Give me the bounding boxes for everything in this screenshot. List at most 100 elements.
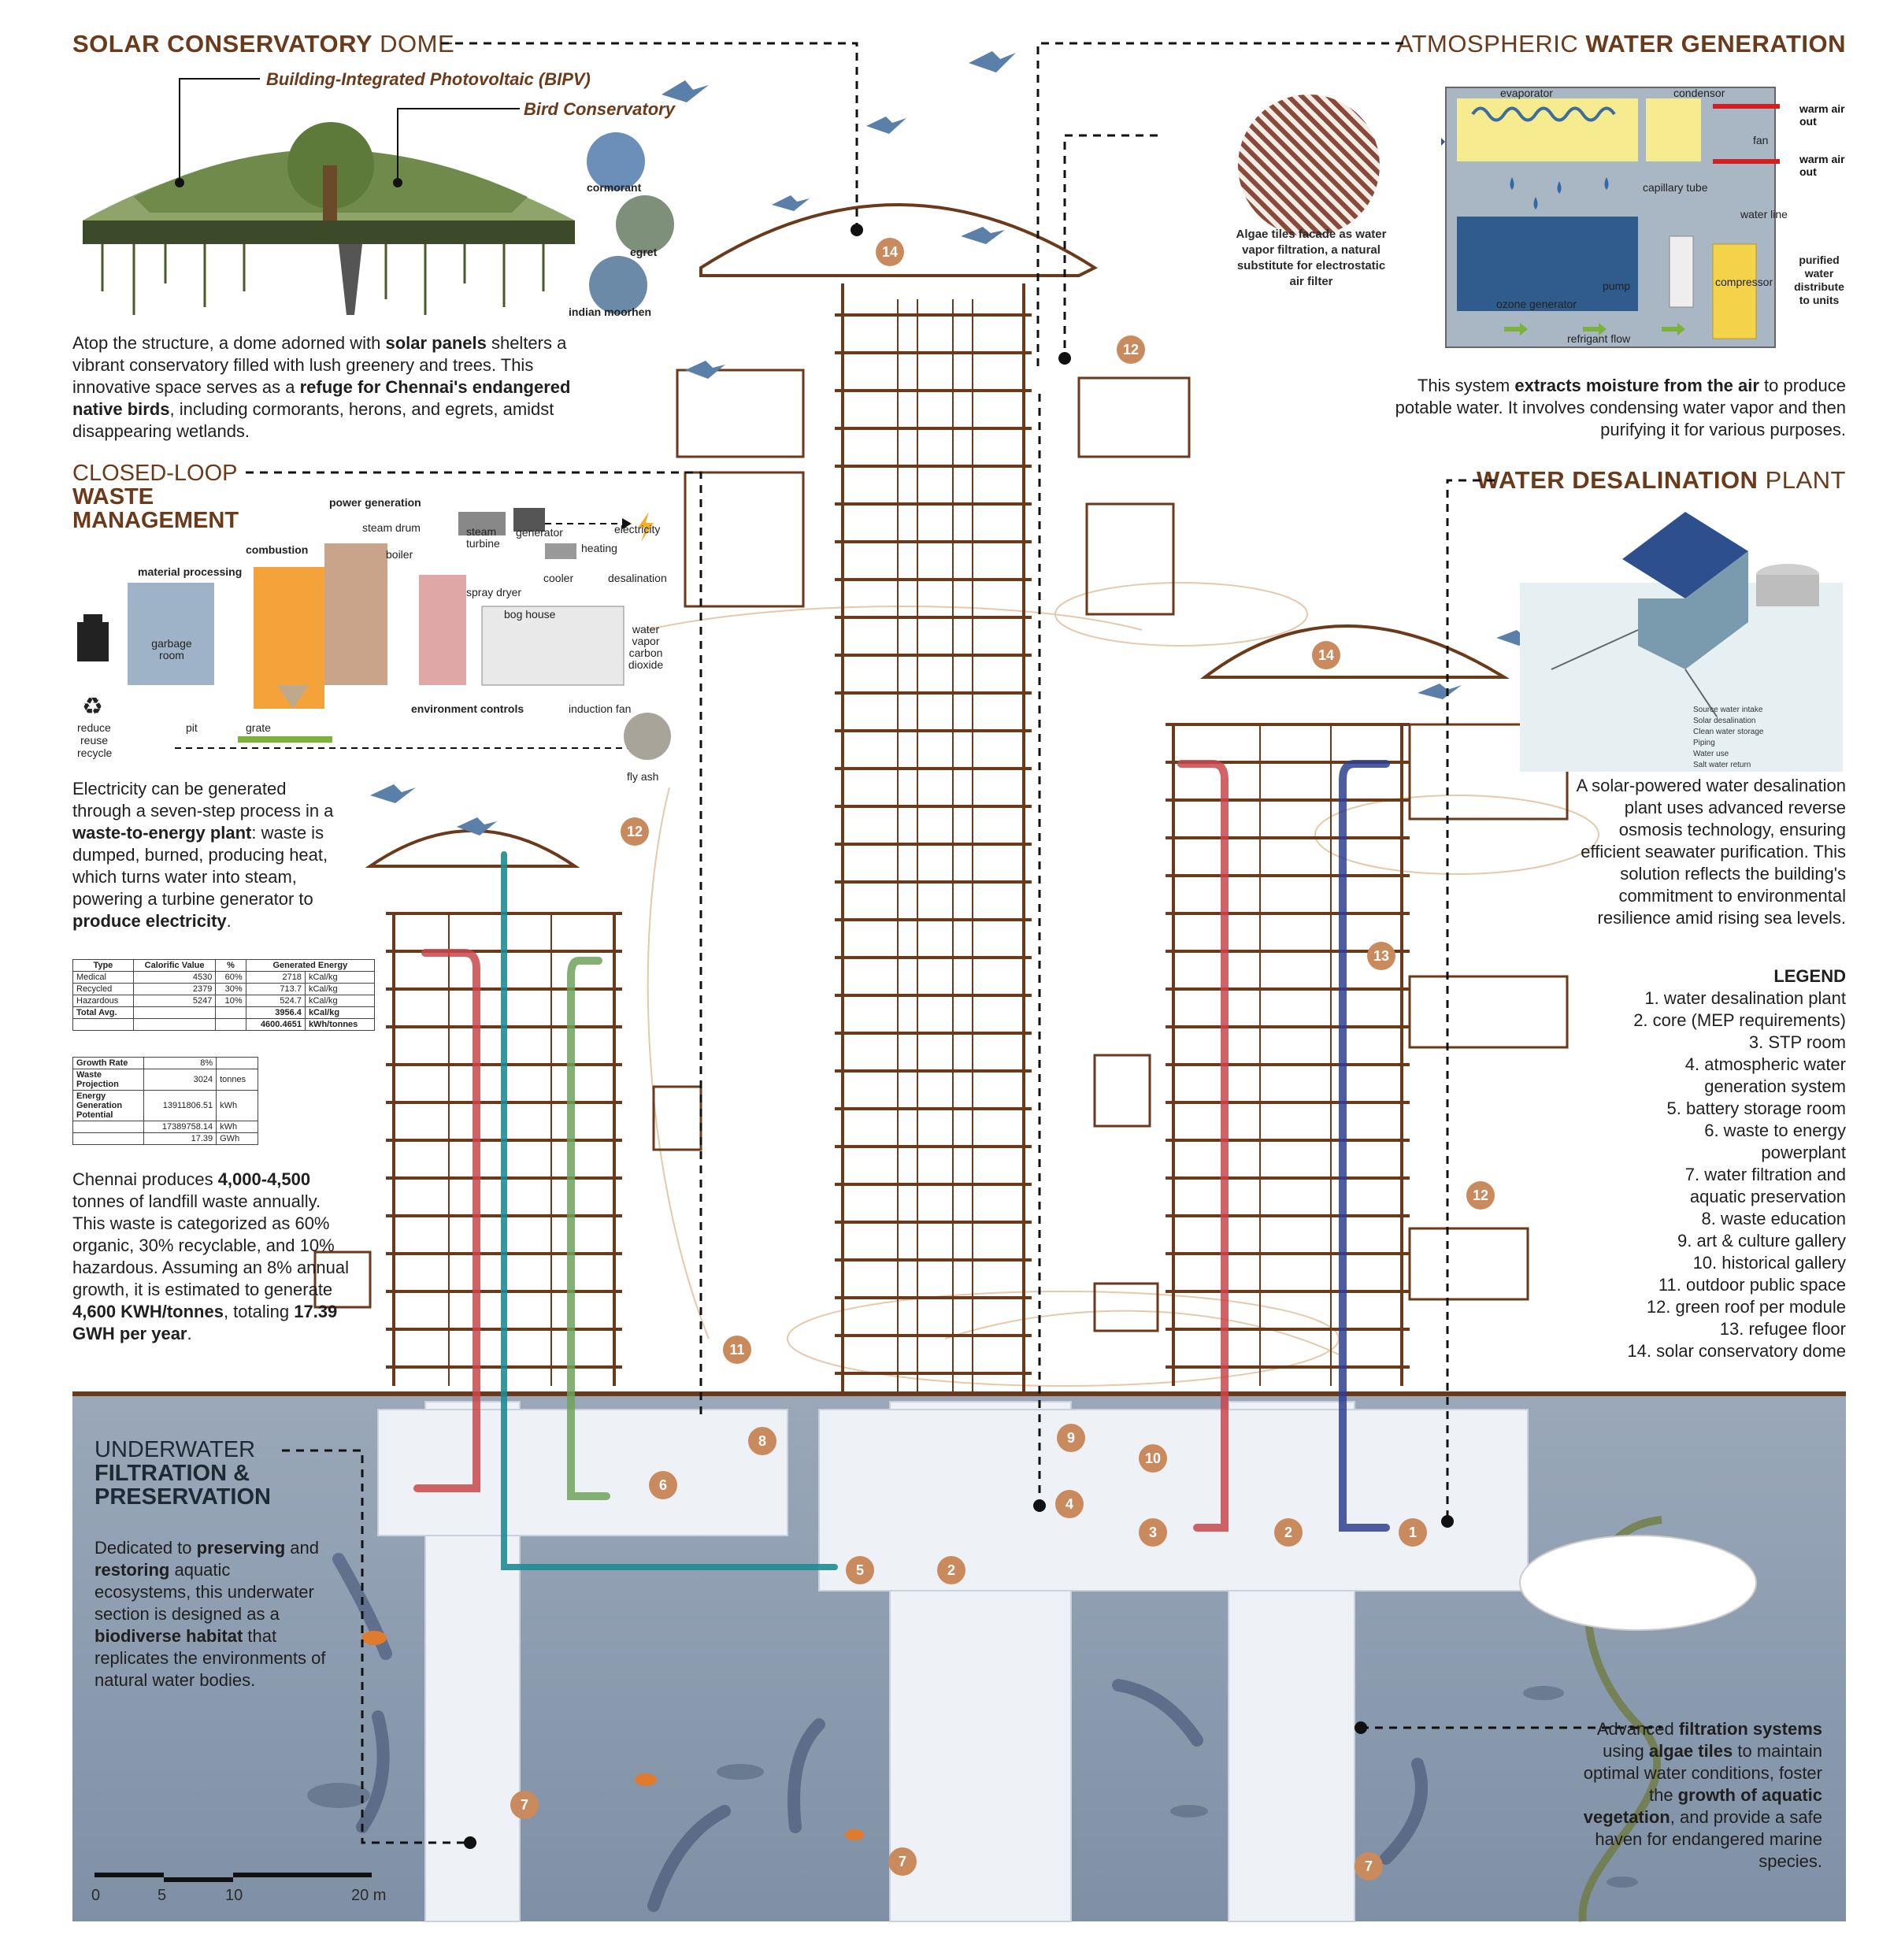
chennai-waste-description: Chennai produces 4,000-4,500 tonnes of l… [72, 1169, 350, 1343]
label-combustion: combustion [246, 543, 309, 556]
table-cell: kCal/kg [304, 983, 376, 995]
table-cell: kCal/kg [304, 1006, 376, 1019]
scale-bar [95, 1873, 410, 1882]
table-cell [72, 1132, 144, 1145]
label-desalination: desalination [608, 572, 667, 584]
dome-label-leaders [175, 78, 520, 187]
table-cell [72, 1018, 134, 1031]
label-spray-dryer: spray dryer [466, 586, 522, 598]
desal-leader-line [1441, 479, 1495, 1528]
calorific-table: Type Calorific Value % Generated Energy … [72, 959, 376, 1031]
atmo-title-bold: WATER GENERATION [1585, 30, 1846, 57]
awg-label-fan: fan [1753, 134, 1769, 146]
bird-moorhen-label: indian moorhen [569, 306, 651, 318]
table-cell: Energy Generation Potential [72, 1090, 144, 1121]
table-cell: 3956.4 [245, 1006, 306, 1019]
badge-7-center: 7 [888, 1847, 917, 1876]
underwater-title-line2: FILTRATION & [95, 1461, 250, 1486]
algae-caption: Algae tiles facade as water vapor filtra… [1236, 228, 1387, 288]
table-cell: kCal/kg [304, 995, 376, 1007]
waste-title-line1: CLOSED-LOOP [72, 461, 238, 486]
scale-bar-segment [95, 1873, 164, 1877]
legend-item: 2. core (MEP requirements) [1633, 1010, 1846, 1030]
desal-title: WATER DESALINATION PLANT [1477, 466, 1846, 495]
legend-title: LEGEND [1773, 966, 1846, 986]
table-cell: 713.7 [245, 983, 306, 995]
table-cell: Waste Projection [72, 1069, 144, 1091]
desal-mini-legend-item: Clean water storage [1693, 728, 1764, 736]
table-cell: Recycled [72, 983, 134, 995]
table-cell: Medical [72, 971, 134, 984]
underwater-description: Dedicated to preserving and restoring aq… [95, 1538, 326, 1690]
label-reduce: reduce [77, 721, 111, 734]
desal-description: A solar-powered water desalination plant… [1576, 776, 1846, 928]
legend-item: 1. water desalination plant [1644, 988, 1846, 1008]
badge-7-left: 7 [510, 1791, 539, 1819]
awg-label-water-line: water line [1740, 208, 1788, 220]
badge-12-right: 12 [1466, 1181, 1495, 1210]
label-bog-house: bog house [504, 608, 556, 621]
legend-item: 13. refugee floor [1719, 1319, 1846, 1339]
desal-mini-legend-item: Piping [1693, 739, 1715, 747]
bird-cormorant-label: cormorant [587, 181, 642, 194]
badge-11: 11 [723, 1336, 751, 1364]
legend-item: generation system [1704, 1076, 1846, 1096]
desal-mini-legend: Source water intake Solar desalination C… [1693, 705, 1764, 771]
atmo-title: ATMOSPHERIC WATER GENERATION [1397, 30, 1846, 58]
label-cooler: cooler [543, 572, 574, 584]
dome-title: SOLAR CONSERVATORY DOME [72, 30, 454, 58]
badge-2-center: 2 [937, 1556, 965, 1584]
legend-item: 3. STP room [1748, 1032, 1846, 1052]
awg-label-evaporator: evaporator [1500, 87, 1553, 99]
dome-title-bold: SOLAR CONSERVATORY [72, 30, 373, 57]
table-cell: 10% [215, 995, 246, 1007]
label-grate: grate [246, 721, 271, 734]
label-reuse: reuse [80, 734, 109, 747]
bird-cormorant-photo [587, 132, 645, 191]
badge-13: 13 [1367, 942, 1395, 970]
filtration-description: Advanced filtration systems using algae … [1583, 1719, 1822, 1871]
pipe-red-left [413, 949, 480, 1492]
label-boiler: boiler [386, 548, 413, 561]
atmo-leader-line [1036, 42, 1403, 370]
badge-14-right-dome: 14 [1312, 641, 1340, 669]
table-cell: 5247 [132, 995, 217, 1007]
underwater-title-line1: UNDERWATER [95, 1437, 256, 1462]
legend-item: 7. water filtration and [1684, 1165, 1846, 1184]
table-cell: 4530 [132, 971, 217, 984]
pipe-green-left [567, 957, 610, 1500]
label-pit: pit [186, 721, 198, 734]
badge-12-left: 12 [621, 817, 649, 846]
table-cell [72, 1121, 144, 1133]
filtration-leader-line [1355, 1721, 1662, 1734]
label-steam-drum: steam drum [362, 521, 421, 534]
table-cell: 60% [215, 971, 246, 984]
pipe-blue-right [1339, 760, 1390, 1532]
pond [1519, 1535, 1757, 1631]
badge-8: 8 [748, 1427, 776, 1455]
bird-egret-label: egret [630, 246, 658, 258]
awg-label-condensor: condensor [1673, 87, 1725, 99]
label-heating: heating [581, 542, 617, 554]
awg-label-pump: pump [1603, 280, 1631, 292]
pipe-teal-left [501, 851, 838, 1570]
table-cell [215, 1018, 246, 1031]
label-environment-controls: environment controls [411, 702, 524, 715]
desal-plant-illustration [1520, 512, 1843, 772]
badge-10: 10 [1139, 1444, 1167, 1473]
legend-item: 12. green roof per module [1646, 1297, 1846, 1317]
desal-mini-legend-item: Solar desalination [1693, 717, 1756, 725]
underwater-title: UNDERWATER FILTRATION & PRESERVATION [95, 1438, 271, 1509]
dome-leader-line [441, 42, 863, 236]
calorific-table-header: Type Calorific Value % Generated Energy [72, 959, 376, 972]
underwater-leader-line [282, 1449, 476, 1849]
label-electricity: electricity [614, 523, 661, 535]
awg-label-compressor: compressor [1715, 276, 1773, 288]
table-cell: 2718 [245, 971, 306, 984]
table-cell: 3024 [143, 1069, 217, 1091]
table-cell: kCal/kg [304, 971, 376, 984]
